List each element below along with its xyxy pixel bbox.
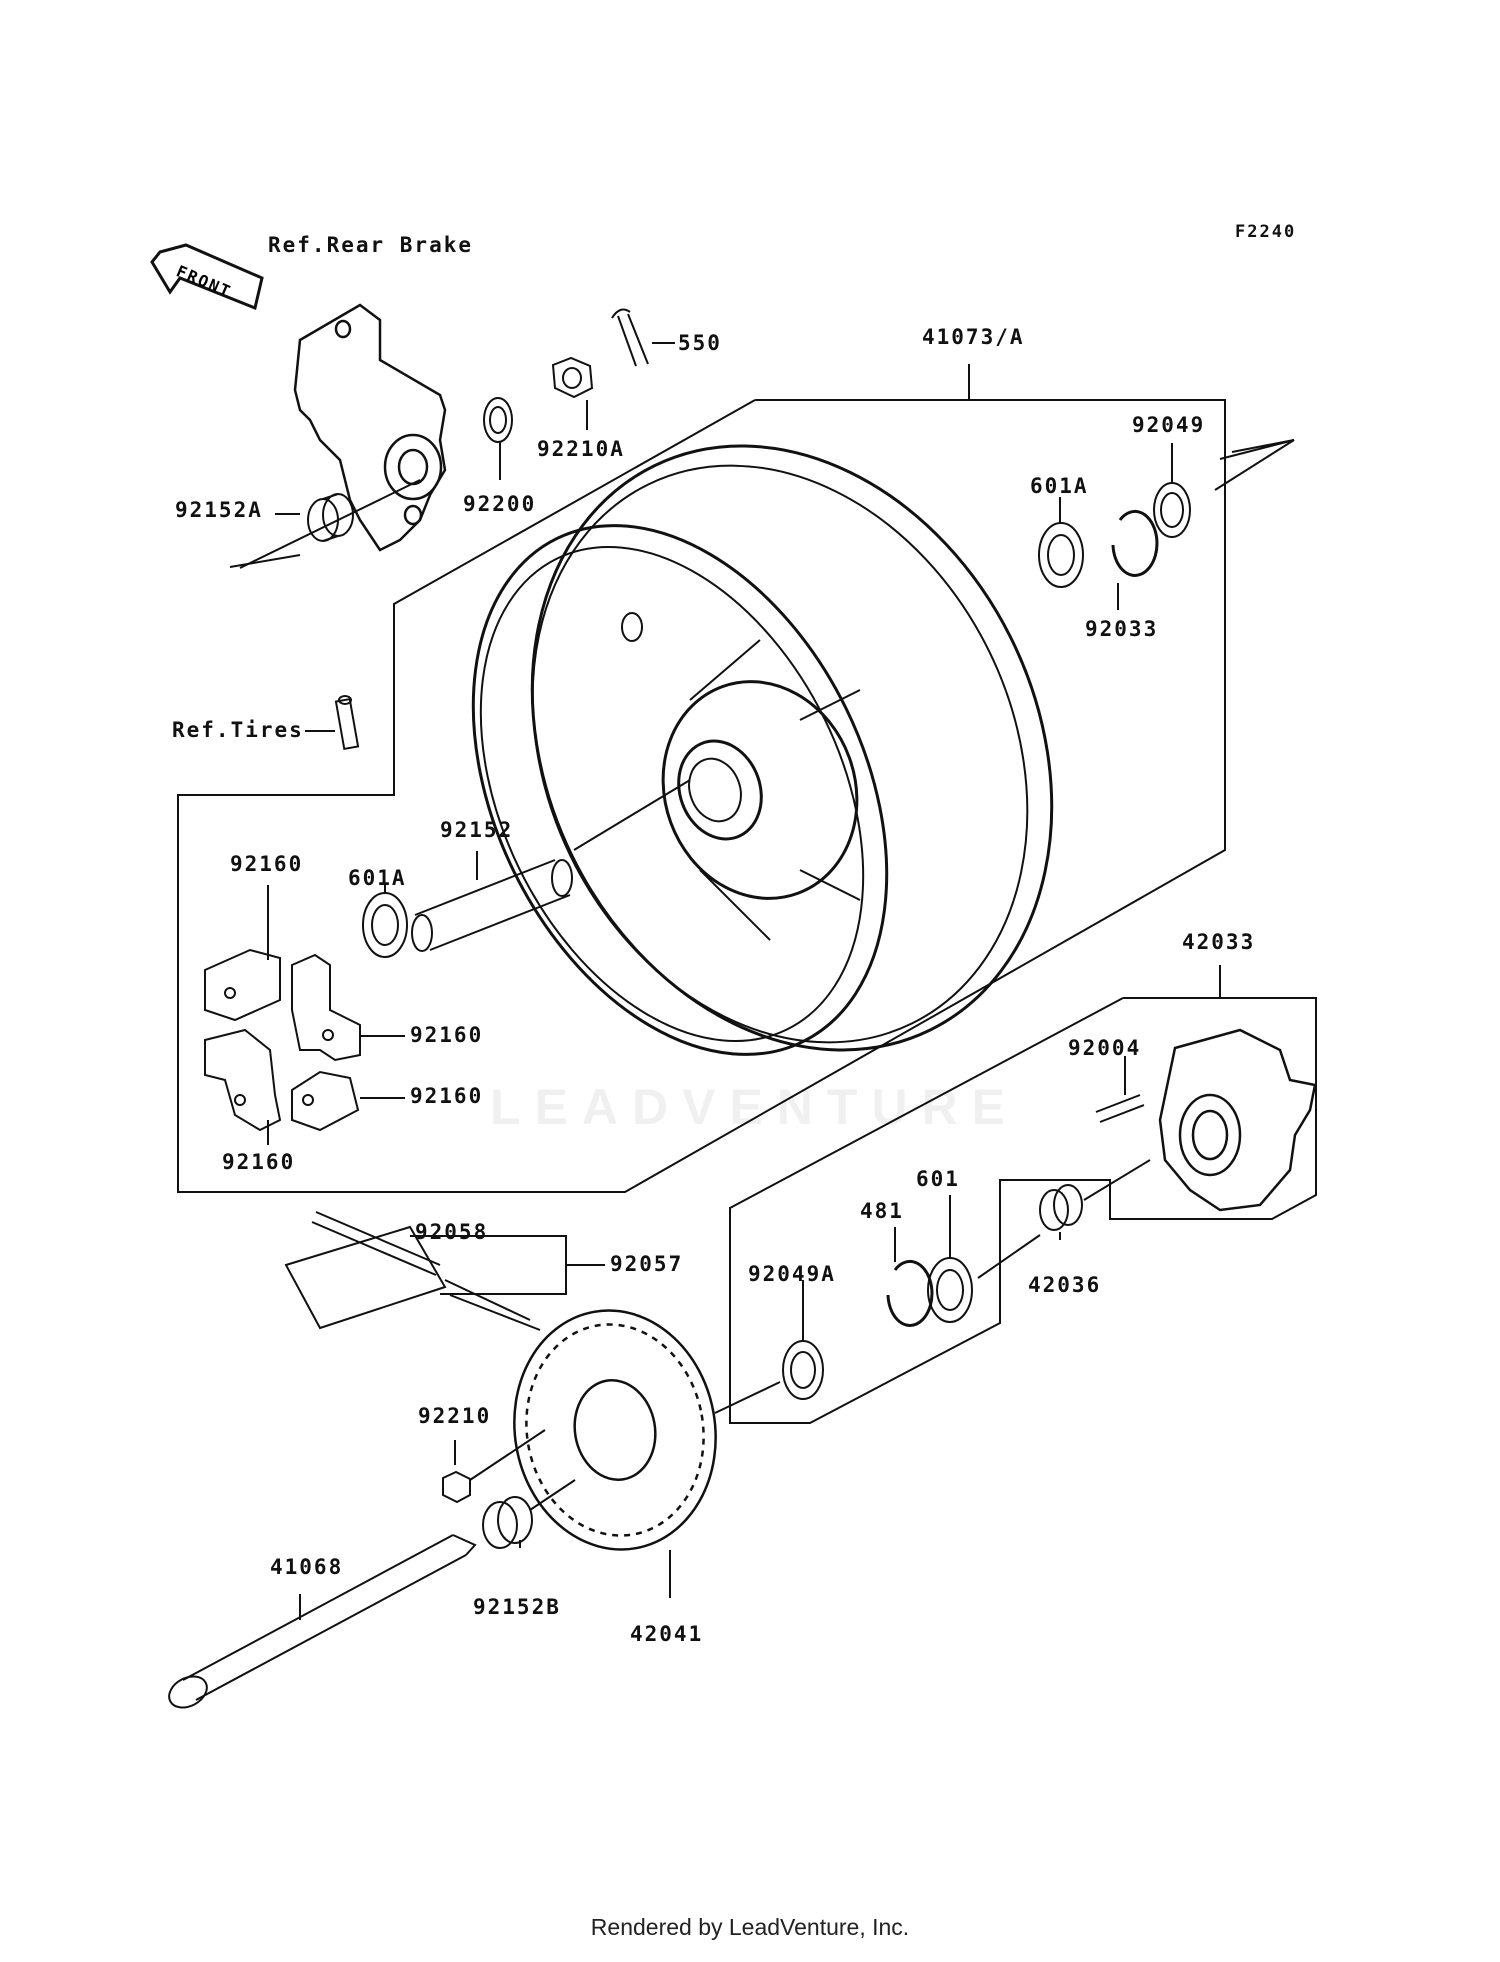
label-41073a[interactable]: 41073/A [922,325,1025,349]
damper-92160-icon-1 [204,948,281,1022]
label-92152[interactable]: 92152 [440,818,514,842]
label-601a-top[interactable]: 601A [1030,474,1089,498]
drive-chain-icon [311,1211,541,1331]
label-92152b[interactable]: 92152B [473,1595,561,1619]
tire-valve-icon [334,695,360,751]
axle-nut-icon [551,356,594,399]
spacer-tube-icon [411,859,573,952]
hub-group-frame [729,997,1317,1424]
label-42033[interactable]: 42033 [1182,930,1256,954]
label-92200[interactable]: 92200 [463,492,537,516]
label-92057[interactable]: 92057 [610,1252,684,1276]
watermark: LEADVENTURE [490,1079,1020,1135]
washer-92200-icon [483,397,513,443]
label-92160-lower[interactable]: 92160 [410,1084,484,1108]
caliper-bracket-icon [293,303,447,552]
label-601a-left[interactable]: 601A [348,866,407,890]
damper-92160-icon-4 [291,1070,360,1132]
label-ref-tires[interactable]: Ref.Tires [172,718,304,742]
footer-credit: Rendered by LeadVenture, Inc. [590,1914,910,1940]
collar-92152a-icon [307,493,354,542]
label-ref-rear-brake[interactable]: Ref.Rear Brake [268,233,474,257]
label-601[interactable]: 601 [916,1167,960,1191]
label-92058[interactable]: 92058 [415,1220,489,1244]
stud-icon [1095,1094,1145,1123]
label-481[interactable]: 481 [860,1199,904,1223]
bearing-601a-icon [1038,522,1084,588]
label-92152a[interactable]: 92152A [175,498,263,522]
wheel-group-frame [177,399,1226,1193]
label-92210a[interactable]: 92210A [537,437,625,461]
label-92160-bottom[interactable]: 92160 [222,1150,296,1174]
bearing-601a-left-icon [362,892,408,958]
label-92033[interactable]: 92033 [1085,617,1159,641]
circlip-481-icon [886,1259,934,1327]
label-92160-top[interactable]: 92160 [230,852,304,876]
collar-42036-icon [1039,1184,1083,1231]
diagram-code: F2240 [1235,222,1297,242]
label-92004[interactable]: 92004 [1068,1036,1142,1060]
cotter-pin-icon [611,308,649,367]
damper-92160-icon-3 [204,1028,282,1132]
label-42036[interactable]: 42036 [1028,1273,1102,1297]
label-550[interactable]: 550 [678,331,722,355]
label-92210[interactable]: 92210 [418,1404,492,1428]
bearing-601-icon [927,1257,973,1323]
label-92160-mid[interactable]: 92160 [410,1023,484,1047]
label-92049a[interactable]: 92049A [748,1262,836,1286]
front-arrow-icon [150,243,264,311]
sprocket-hub-icon [1158,1028,1317,1212]
sprocket-nut-icon [442,1470,471,1504]
chain-link-frame [284,1225,447,1330]
rear-sprocket-icon [513,1309,717,1551]
label-92049[interactable]: 92049 [1132,413,1206,437]
collar-92152b-icon [482,1496,533,1549]
damper-92160-icon-2 [291,953,361,1062]
label-42041[interactable]: 42041 [630,1622,704,1646]
label-41068[interactable]: 41068 [270,1555,344,1579]
rear-wheel-icon [471,444,1054,1056]
seal-92049a-icon [782,1340,824,1400]
axle-icon [168,1534,477,1709]
circlip-92033-icon [1111,509,1159,577]
seal-92049-icon [1153,482,1191,538]
